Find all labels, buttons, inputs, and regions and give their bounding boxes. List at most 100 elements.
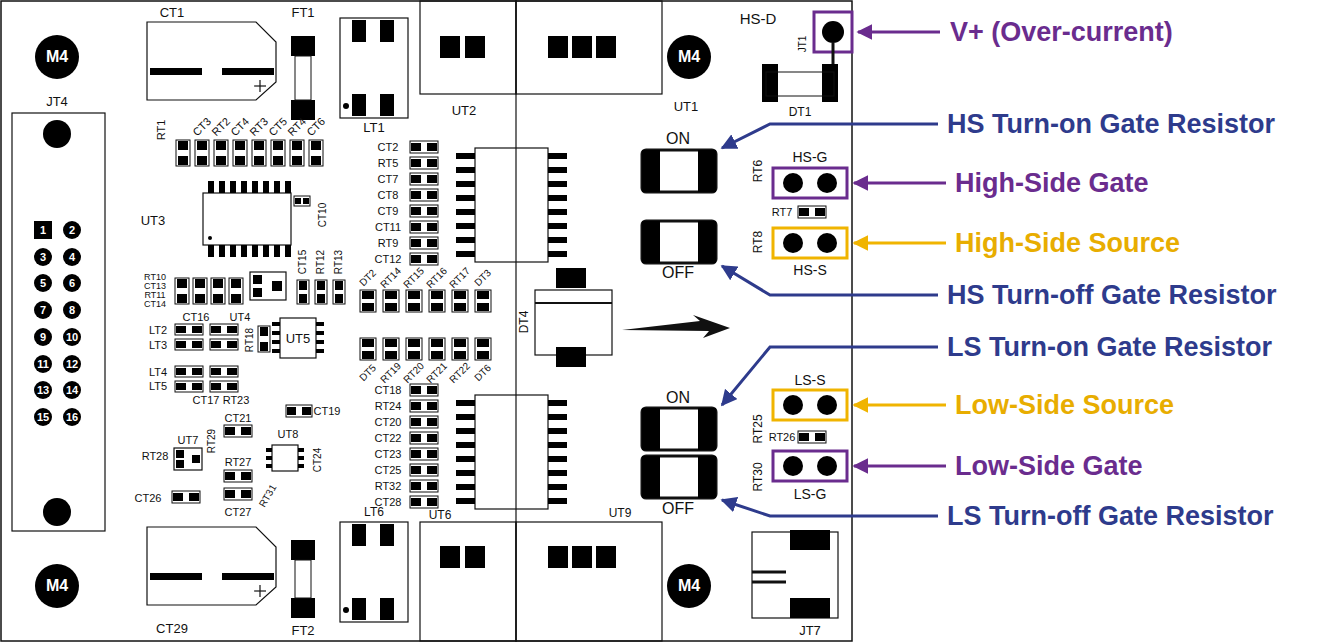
test-point: [817, 173, 837, 193]
solder-pad: [311, 141, 321, 150]
solder-pad: [456, 209, 475, 215]
pin-number: 11: [37, 359, 49, 370]
resistor-outline: [642, 150, 716, 192]
solder-pad: [556, 347, 586, 367]
part-designator: RT18: [245, 328, 255, 352]
footprint-outline: [309, 140, 323, 166]
solder-pad: [454, 339, 466, 347]
solder-pad: [272, 349, 280, 353]
test-point: [817, 456, 837, 476]
part-designator: OFF: [662, 501, 694, 517]
diode-outline: [766, 72, 834, 96]
solder-pad: [176, 326, 186, 333]
callout-label: HS Turn-on Gate Resistor: [947, 111, 1275, 138]
part-designator: RT26: [769, 432, 796, 443]
footprint-outline: [406, 338, 422, 360]
part-designator: CT12: [375, 254, 402, 265]
ferrite-outline: [295, 56, 311, 100]
solder-pad: [272, 322, 280, 326]
solder-pad: [454, 303, 466, 311]
part-designator: CT21: [225, 413, 252, 424]
solder-pad: [427, 434, 437, 442]
solder-pad: [299, 294, 307, 303]
footprint-outline: [383, 338, 399, 360]
solder-pad: [311, 156, 321, 165]
solder-pad: [477, 339, 489, 347]
solder-pad: [213, 279, 223, 288]
solder-pad: [411, 223, 421, 231]
part-designator: JT7: [799, 624, 821, 637]
solder-pad: [273, 141, 283, 150]
solder-pad: [411, 466, 421, 474]
footprint-outline: [410, 384, 438, 396]
solder-pad: [815, 433, 825, 441]
solder-pad: [219, 245, 225, 257]
solder-pad: [790, 598, 830, 618]
hole-size: M4: [46, 49, 68, 65]
solder-pad: [431, 303, 443, 311]
footprint-outline: [290, 140, 304, 166]
part-designator: DT1: [789, 106, 812, 118]
solder-pad: [642, 221, 660, 263]
solder-pad: [335, 281, 343, 290]
solder-pad: [252, 245, 258, 257]
solder-pad: [362, 339, 374, 347]
ic-outline: [174, 448, 202, 470]
part-designator: RT6: [752, 160, 764, 182]
part-designator: JT1: [798, 36, 808, 53]
solder-pad: [456, 195, 475, 201]
connector-pin: 2: [63, 221, 81, 239]
solder-pad: [456, 498, 475, 504]
ic-outline: [272, 445, 298, 471]
footprint-outline: [798, 431, 826, 443]
footprint-outline: [294, 196, 310, 206]
pin-number: 4: [69, 252, 75, 263]
solder-pad: [299, 281, 307, 290]
footprint-outline: [410, 448, 438, 460]
part-designator: UT9: [609, 507, 632, 519]
solder-pad: [298, 448, 304, 452]
solder-pad: [380, 20, 394, 42]
part-designator: CT15: [298, 250, 308, 274]
solder-pad: [456, 181, 475, 187]
solder-pad: [380, 94, 394, 116]
footprint-outline: [224, 488, 252, 500]
footprint-outline: [271, 140, 285, 166]
polarity-mark: [259, 80, 260, 92]
footprint-outline: [286, 405, 312, 417]
footprint-outline: [175, 324, 203, 335]
part-designator: CT2: [378, 142, 399, 153]
footprint-outline: [175, 339, 203, 350]
solder-pad: [456, 223, 475, 229]
part-designator: DT2: [358, 268, 378, 288]
footprint-outline: [410, 237, 438, 249]
solder-pad: [173, 493, 183, 501]
solder-pad: [642, 456, 660, 498]
solder-pad: [352, 524, 366, 546]
pin-number: 1: [40, 225, 46, 236]
pin-number: 15: [37, 412, 49, 423]
connector-pin: 8: [63, 301, 81, 319]
transformer-outline: [340, 522, 408, 622]
footprint-outline: [258, 326, 270, 352]
solder-pad: [192, 455, 200, 463]
solder-pad: [272, 331, 280, 335]
part-designator: RT22: [448, 361, 472, 385]
solder-pad: [548, 442, 567, 448]
component-outline: [420, 522, 516, 641]
solder-pad: [227, 368, 237, 375]
solder-pad: [408, 291, 420, 299]
part-designator: RT24: [375, 401, 402, 412]
pin-number: 10: [66, 332, 78, 343]
footprint-outline: [360, 338, 376, 360]
part-designator: FT1: [291, 6, 314, 19]
callout-label: V+ (Over-current): [950, 19, 1173, 46]
capacitor-symbol: [752, 581, 786, 584]
board-outline: [1, 1, 852, 641]
solder-pad: [241, 472, 251, 480]
connector-pin: 12: [63, 355, 81, 373]
solder-pad: [454, 351, 466, 359]
highlight-box: [773, 451, 847, 481]
part-designator: DT4: [518, 311, 530, 334]
part-designator: CT27: [225, 507, 252, 518]
